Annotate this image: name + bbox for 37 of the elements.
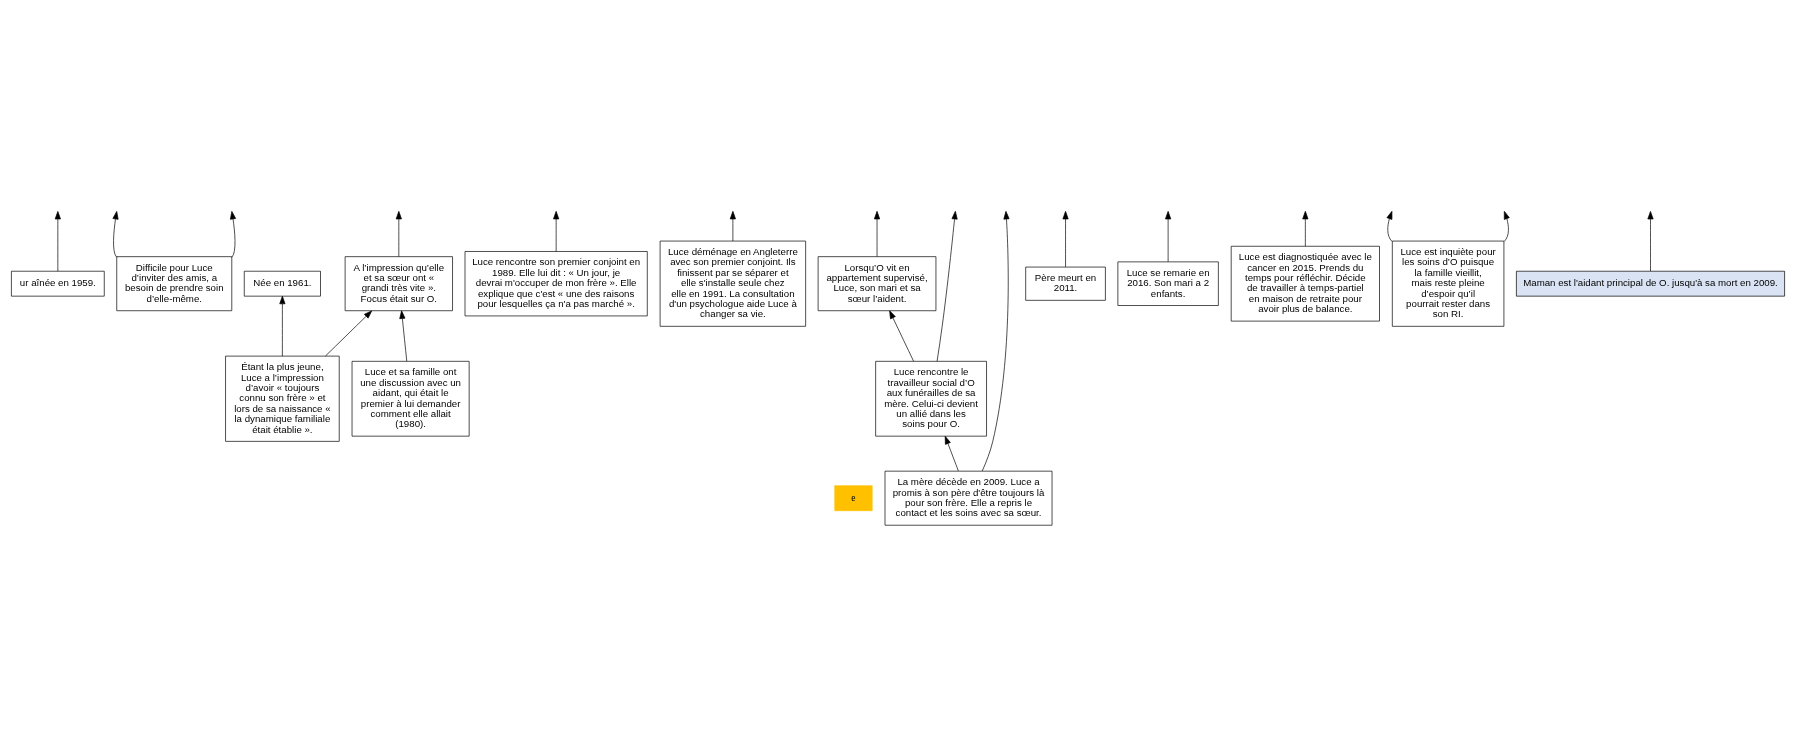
node-box: A l’impression qu’elle et sa sœur ont « grandi très vite ». Focus était sur O. [344,255,453,311]
arrow [230,210,236,258]
node-box: Luce déménage en Angleterre avec son premier conjoint. Ils finissent par se séparer et elle s'installe seule chez elle en 1991. La consultation d'un psychologue aide Luce à changer sa vie. [659,240,806,327]
node-box: Maman est l'aidant principal de O. jusqu'à sa mort en 2009. [1516,270,1785,296]
arrow [399,310,408,361]
arrow [1062,210,1069,267]
arrow [1165,210,1172,262]
arrow [112,210,119,258]
node-box: Luce rencontre le travailleur social d’O aux funérailles de sa mère. Celui-ci devient un allié dans les soins pour O. [875,360,987,436]
node-box: Luce rencontre son premier conjoint en 1989. Elle lui dit : « Un jour, je devrai m'occuper de mon frère ». Elle explique que c'est « une des raisons pour lesquelles ça n'a pas marché ». [464,250,648,316]
node-box: Née en 1961. [243,270,321,296]
arrow [279,295,286,356]
node-box: Étant la plus jeune, Luce a l’impression d’avoir « toujours connu son frère » et lors de sa naissance « la dynamique familiale était établie ». [225,355,340,442]
node-box: Difficile pour Luce d’inviter des amis, a besoin de prendre soin d’elle-même. [116,255,233,311]
node-box: La mère décède en 2009. Luce a promis à son père d'être toujours là pour son frère. Elle a repris le contact et les soins avec sa sœur. [884,470,1053,526]
node-box: Père meurt en 2011. [1025,266,1106,301]
arrow [944,435,959,471]
arrow [1386,210,1393,242]
arrow [1647,210,1654,271]
node-box: Luce se remarie en 2016. Son mari a 2 enfants. [1117,261,1219,306]
arrow [1302,210,1309,246]
arrow [54,210,61,271]
arrow [729,210,736,241]
arrow [874,210,881,257]
node-box: ur aînée en 1959. [11,270,105,296]
node-box: Luce est inquiète pour les soins d’O puisque la famille vieillit, mais reste pleine d’espoir qu’il pourrait rester dans son RI. [1392,240,1505,327]
arrow [1503,210,1510,242]
node-box: e [834,484,873,511]
arrow [936,210,958,362]
arrow [553,210,560,252]
node-box: Luce est diagnostiquée avec le cancer en 2015. Prends du temps pour réfléchir. Décide de travailler à temps-partiel en maison de retraite pour avoir plus de balance. [1230,245,1380,321]
arrow [325,310,373,356]
arrow [981,210,1010,471]
arrow [889,310,914,361]
node-box: Luce et sa famille ont une discussion avec un aidant, qui était le premier à lui demander comment elle allait (1980). [351,360,470,436]
node-box: Lorsqu’O vit en appartement supervisé, Luce, son mari et sa sœur l’aident. [817,255,937,311]
arrow [395,210,402,257]
